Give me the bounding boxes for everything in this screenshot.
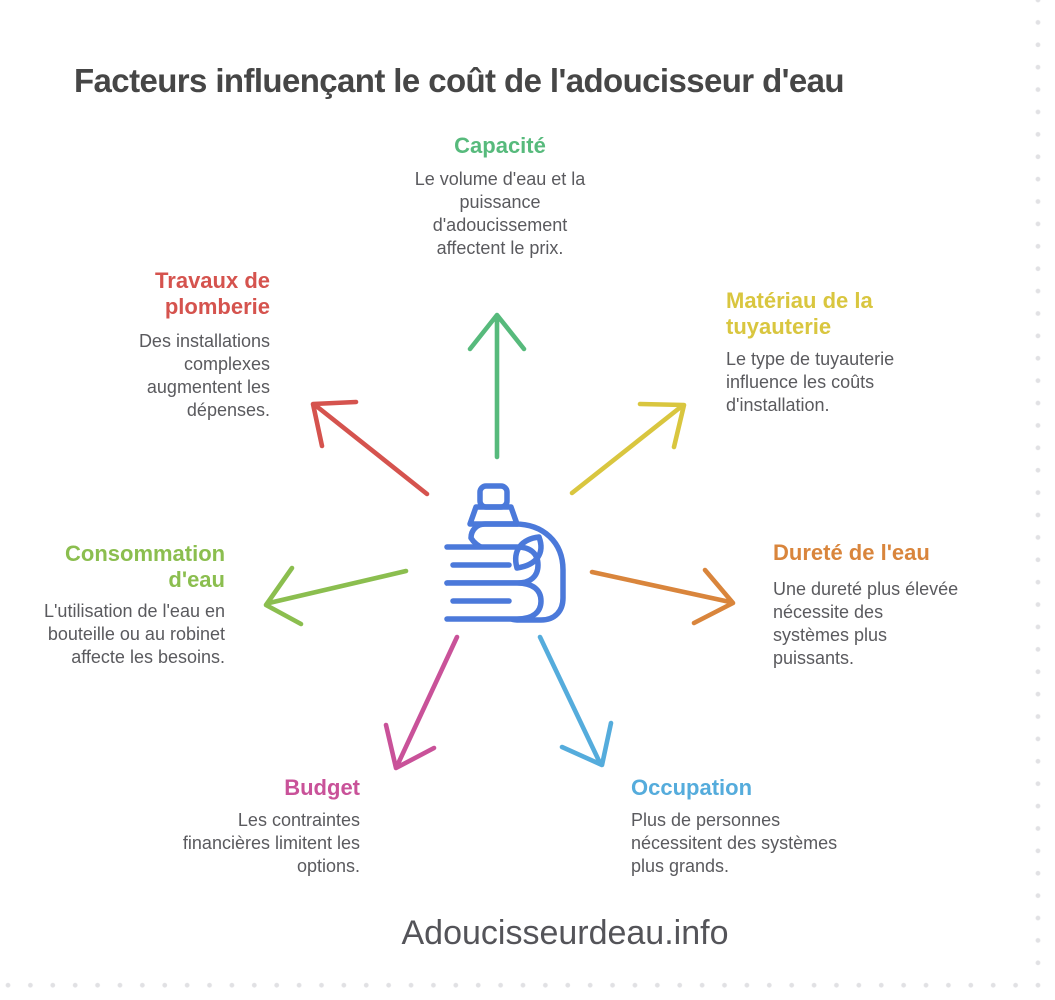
factor-desc-capacite: Le volume d'eau et la puissance d'adouci… [414, 169, 586, 258]
factor-heading-consommation: Consommation d'eau [65, 541, 226, 592]
factor-heading-occupation: Occupation [631, 775, 753, 800]
factor-heading-capacite: Capacité [454, 133, 546, 158]
factor-desc-budget: Les contraintes financières limitent les… [182, 810, 360, 876]
factor-heading-materiau: Matériau de la tuyauterie [726, 288, 873, 339]
factor-desc-occupation: Plus de personnes nécessitent des systèm… [631, 810, 838, 876]
bottle-cap-top [477, 483, 510, 510]
page-title: Facteurs influençant le coût de l'adouci… [74, 62, 845, 100]
factor-desc-plomberie: Des installations complexes augmentent l… [138, 331, 270, 420]
footer-site-url: Adoucisseurdeau.info [401, 914, 729, 952]
leaf-drop [513, 534, 544, 571]
factor-heading-plomberie: Travaux de plomberie [155, 268, 270, 319]
factor-heading-durete: Dureté de l'eau [773, 540, 930, 565]
factor-desc-durete: Une dureté plus élevée nécessite des sys… [773, 579, 959, 668]
factor-desc-consommation: L'utilisation de l'eau en bouteille ou a… [43, 601, 225, 667]
factor-heading-budget: Budget [284, 775, 360, 800]
detergent-bottle-and-laundry-icon [444, 483, 566, 623]
factor-desc-materiau: Le type de tuyauterie influence les coût… [726, 349, 895, 415]
content-card [0, 0, 1033, 981]
